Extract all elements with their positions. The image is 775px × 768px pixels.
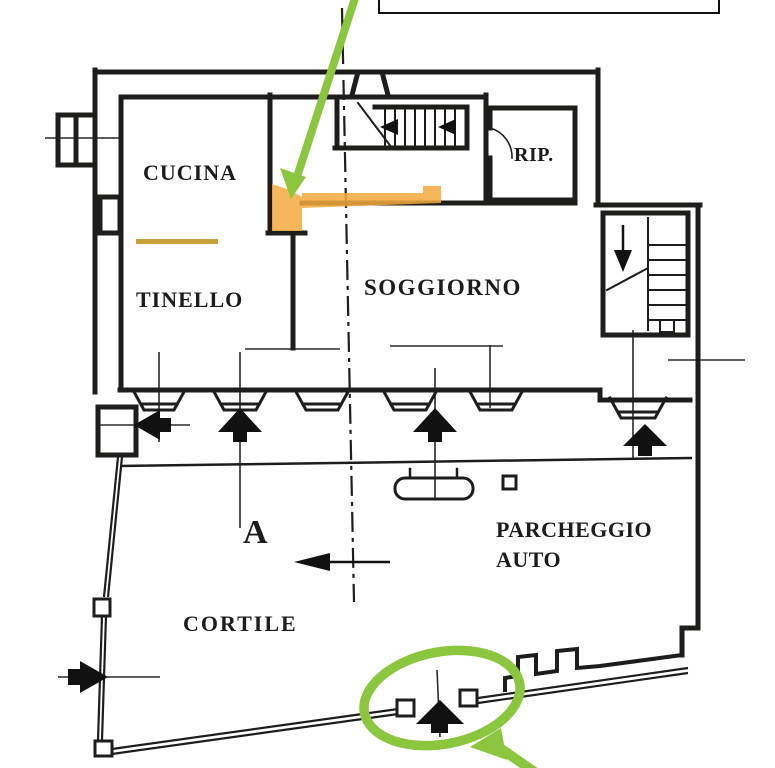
- fence-lines: [96, 456, 689, 756]
- arrow-up-3: [623, 424, 667, 456]
- section-cut-line: [340, 7, 356, 603]
- arrow-stairs-left-1: [380, 119, 398, 135]
- annotation-arrow-top-line: [291, 0, 359, 187]
- staircase-top: [356, 101, 456, 150]
- orange-highlight: [136, 184, 441, 244]
- highlight-strip: [302, 186, 441, 208]
- room-label-parcheggio-line1: PARCHEGGIO: [496, 517, 653, 542]
- room-label-parcheggio-line2: AUTO: [496, 547, 562, 572]
- arrow-left-porch: [134, 410, 171, 440]
- green-annotations: [280, 0, 538, 768]
- arrow-up-1: [218, 408, 262, 442]
- courtyard-fences: [92, 456, 693, 758]
- arrow-down-stairs: [614, 250, 632, 272]
- callout-box: [378, 0, 720, 14]
- arrow-right-courtyard: [68, 661, 108, 693]
- fence-posts: [92, 597, 479, 758]
- room-label-soggiorno: SOGGIORNO: [364, 275, 522, 300]
- section-marker-arrow: [294, 553, 390, 571]
- rip-door-arc: [489, 127, 513, 159]
- room-label-tinello: TINELLO: [136, 287, 244, 312]
- door-arrows: [68, 119, 667, 733]
- section-marker-letter: A: [243, 514, 268, 551]
- walls: [55, 67, 703, 658]
- annotation-arrow-top-head: [280, 168, 306, 199]
- room-label-cucina: CUCINA: [143, 160, 237, 185]
- barrier-symbol: [393, 476, 475, 501]
- highlight-block: [272, 184, 302, 231]
- arrow-stairs-left-2: [438, 119, 456, 135]
- barrier-ticks: [408, 467, 459, 480]
- arrow-up-gate: [416, 700, 464, 733]
- room-label-rip: RIP.: [514, 144, 554, 166]
- window-bays: [130, 387, 669, 420]
- section-arrow-head: [294, 553, 330, 571]
- highlight-counter-line: [136, 239, 218, 244]
- walls-thick: [55, 67, 703, 658]
- highlight-ellipse: [359, 645, 525, 751]
- staircase-right: [605, 217, 689, 333]
- arrow-up-2: [413, 408, 457, 442]
- small-pillar: [501, 474, 518, 491]
- annotation-arrow-bottom-line: [494, 741, 538, 768]
- annotation-arrow-bottom-head: [470, 728, 507, 760]
- room-label-cortile: CORTILE: [183, 611, 298, 636]
- walkway-edge: [119, 456, 693, 468]
